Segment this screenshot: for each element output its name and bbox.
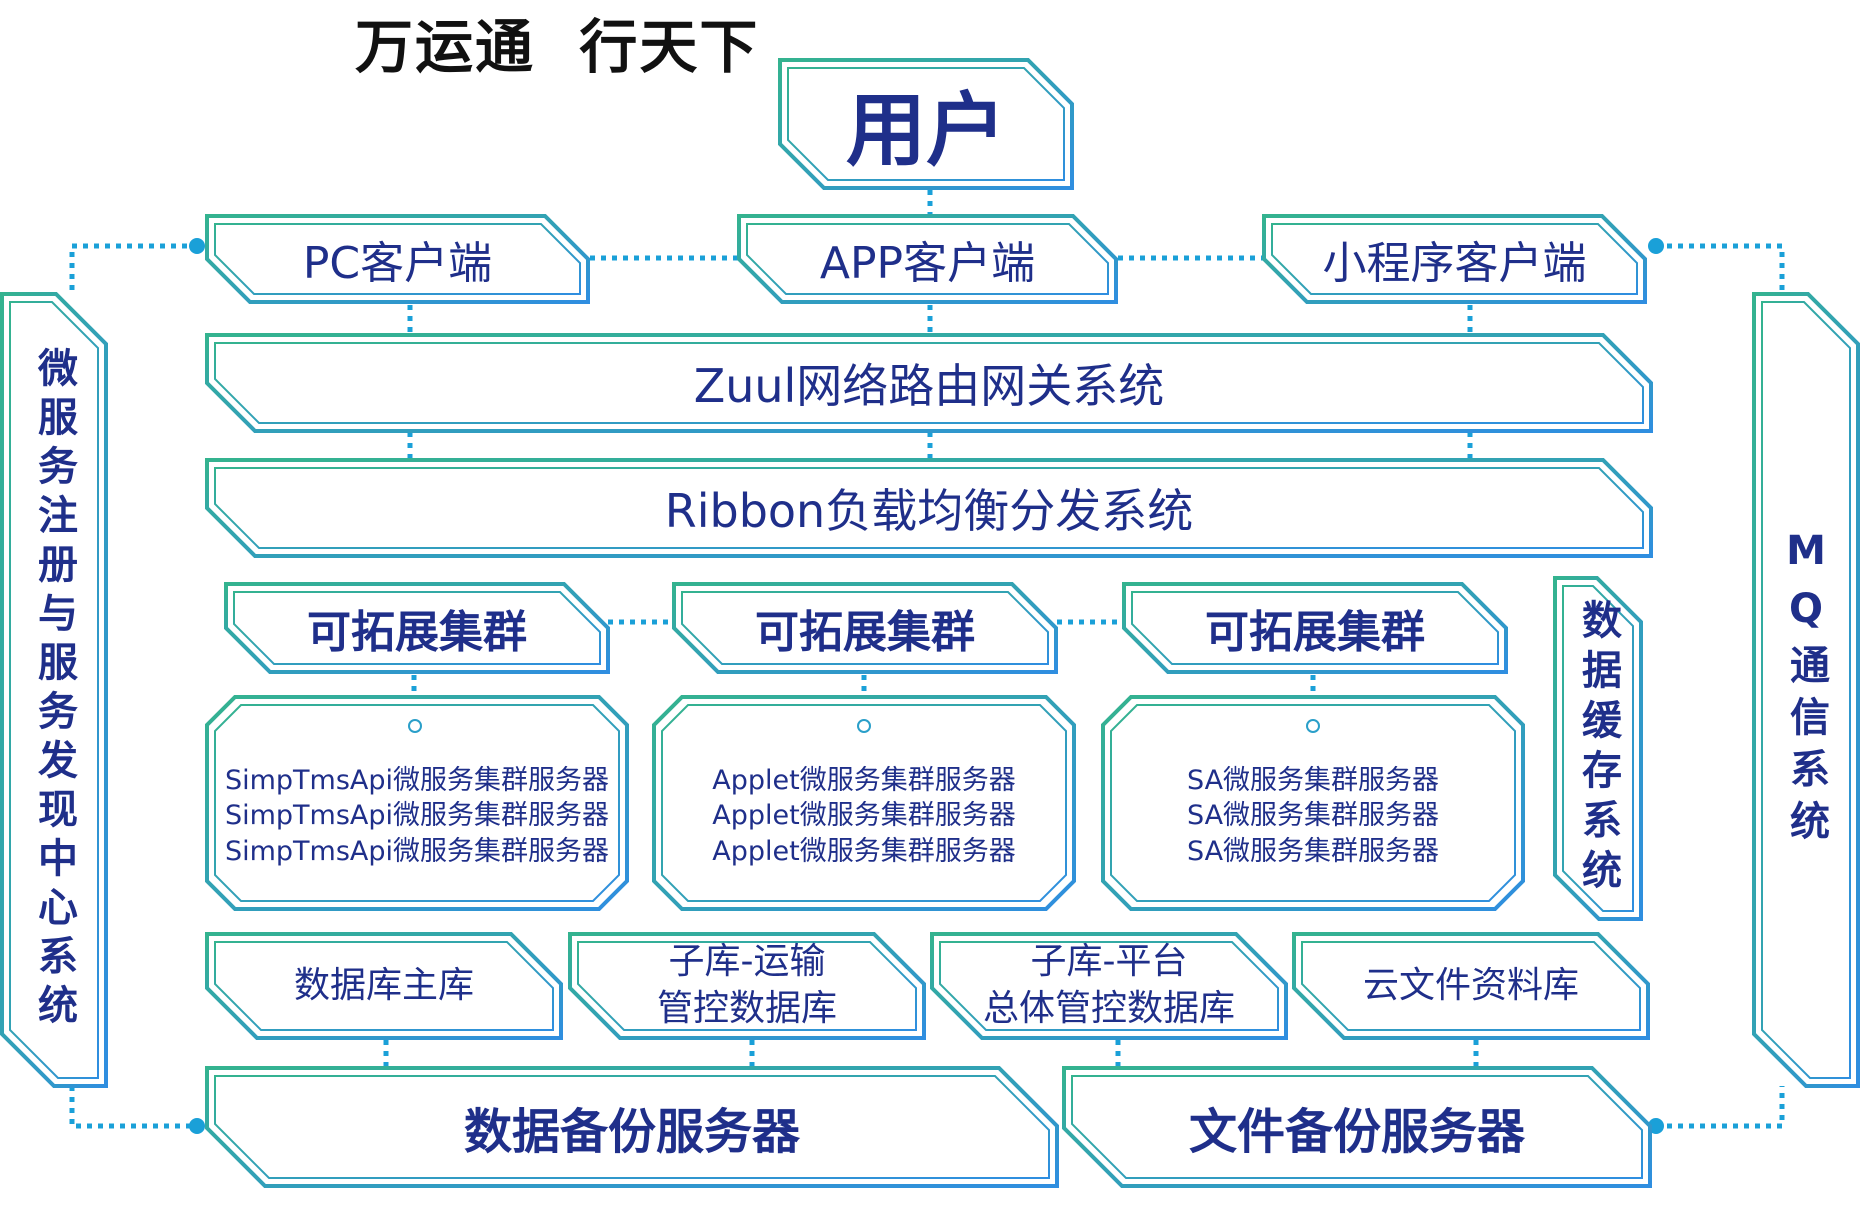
cluster-3-label: 可拓展集群: [1205, 607, 1425, 658]
cluster-1-label: 可拓展集群: [307, 607, 527, 658]
db-platform: 子库-平台 总体管控数据库: [930, 932, 1288, 1040]
server-1-2: SimpTmsApi微服务集群服务器: [224, 800, 610, 832]
balancer-box: Ribbon负载均衡分发系统: [205, 458, 1653, 558]
cache-system-label: 数据缓存系统: [1575, 598, 1621, 899]
server-3-2: SA微服务集群服务器: [1186, 800, 1440, 832]
backup-files: 文件备份服务器: [1062, 1066, 1652, 1188]
db-main: 数据库主库: [205, 932, 563, 1040]
gateway-label: Zuul网络路由网关系统: [693, 359, 1165, 413]
cluster-3: 可拓展集群: [1122, 582, 1508, 674]
db-main-label: 数据库主库: [293, 964, 474, 1006]
user-box: 用户: [778, 58, 1074, 190]
db-transport: 子库-运输 管控数据库: [568, 932, 926, 1040]
server-2-3: Applet微服务集群服务器: [712, 835, 1016, 867]
db-cloud-files-label: 云文件资料库: [1362, 964, 1579, 1006]
registry-system-label: 微服务注册与服务发现中心系统: [31, 347, 77, 1033]
backup-files-label: 文件备份服务器: [1188, 1104, 1525, 1160]
db-platform-line2: 总体管控数据库: [982, 988, 1235, 1029]
server-group-2-indicator: [857, 719, 871, 733]
server-3-1: SA微服务集群服务器: [1186, 765, 1440, 797]
server-2-1: Applet微服务集群服务器: [712, 765, 1016, 797]
client-miniprogram: 小程序客户端: [1262, 214, 1647, 304]
balancer-label: Ribbon负载均衡分发系统: [664, 484, 1194, 538]
cluster-1: 可拓展集群: [224, 582, 610, 674]
server-1-3: SimpTmsApi微服务集群服务器: [224, 835, 610, 867]
mq-system-label: MQ通信系统: [1783, 528, 1829, 852]
registry-system-box: 微服务注册与服务发现中心系统: [0, 292, 108, 1088]
server-3-3: SA微服务集群服务器: [1186, 835, 1440, 867]
mq-system-box: MQ通信系统: [1752, 292, 1860, 1088]
cache-system-box: 数据缓存系统: [1553, 576, 1643, 921]
server-group-1: SimpTmsApi微服务集群服务器 SimpTmsApi微服务集群服务器 Si…: [205, 695, 629, 911]
backup-data-label: 数据备份服务器: [463, 1104, 800, 1160]
server-group-1-indicator: [408, 719, 422, 733]
client-miniprogram-label: 小程序客户端: [1322, 238, 1587, 289]
server-2-2: Applet微服务集群服务器: [712, 800, 1016, 832]
client-app: APP客户端: [737, 214, 1118, 304]
gateway-box: Zuul网络路由网关系统: [205, 333, 1653, 433]
db-platform-line1: 子库-平台: [1030, 941, 1188, 983]
server-group-3: SA微服务集群服务器 SA微服务集群服务器 SA微服务集群服务器: [1101, 695, 1525, 911]
cluster-2-label: 可拓展集群: [755, 607, 975, 658]
client-pc: PC客户端: [205, 214, 590, 304]
page-title: 万运通 行天下: [355, 13, 760, 81]
cluster-2: 可拓展集群: [672, 582, 1058, 674]
db-transport-line2: 管控数据库: [656, 988, 837, 1029]
db-transport-line1: 子库-运输: [668, 941, 826, 983]
client-app-label: APP客户端: [819, 238, 1036, 289]
db-cloud-files: 云文件资料库: [1292, 932, 1650, 1040]
user-label: 用户: [846, 84, 1006, 177]
client-pc-label: PC客户端: [302, 238, 493, 289]
server-group-2: Applet微服务集群服务器 Applet微服务集群服务器 Applet微服务集…: [652, 695, 1076, 911]
server-1-1: SimpTmsApi微服务集群服务器: [224, 765, 610, 797]
server-group-3-indicator: [1306, 719, 1320, 733]
backup-data: 数据备份服务器: [205, 1066, 1059, 1188]
